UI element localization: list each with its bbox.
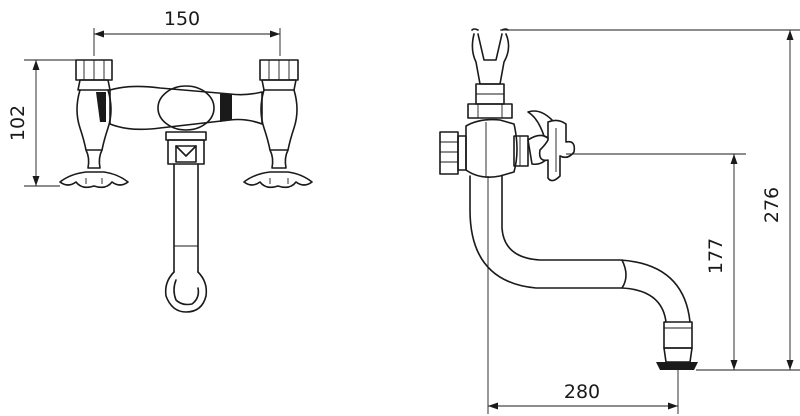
dimension-height-total: 276 [500,29,800,371]
dim-label-276: 276 [761,187,783,223]
dimension-height-outlet: 177 [566,153,746,370]
side-body [439,110,576,182]
side-view: 276 177 280 [439,28,800,414]
right-valve [243,59,313,189]
left-valve [59,59,129,189]
dimension-width-front: 150 [93,8,281,56]
mixer-body [109,85,263,313]
dimension-height-front: 102 [7,59,76,187]
shower-holder [467,28,513,119]
dimension-reach: 280 [487,176,679,414]
dim-label-150: 150 [164,8,200,30]
dim-label-102: 102 [7,105,29,141]
side-spout [469,175,698,370]
front-view: 150 102 [7,8,313,313]
dim-label-177: 177 [705,238,727,274]
dim-label-280: 280 [564,381,600,403]
